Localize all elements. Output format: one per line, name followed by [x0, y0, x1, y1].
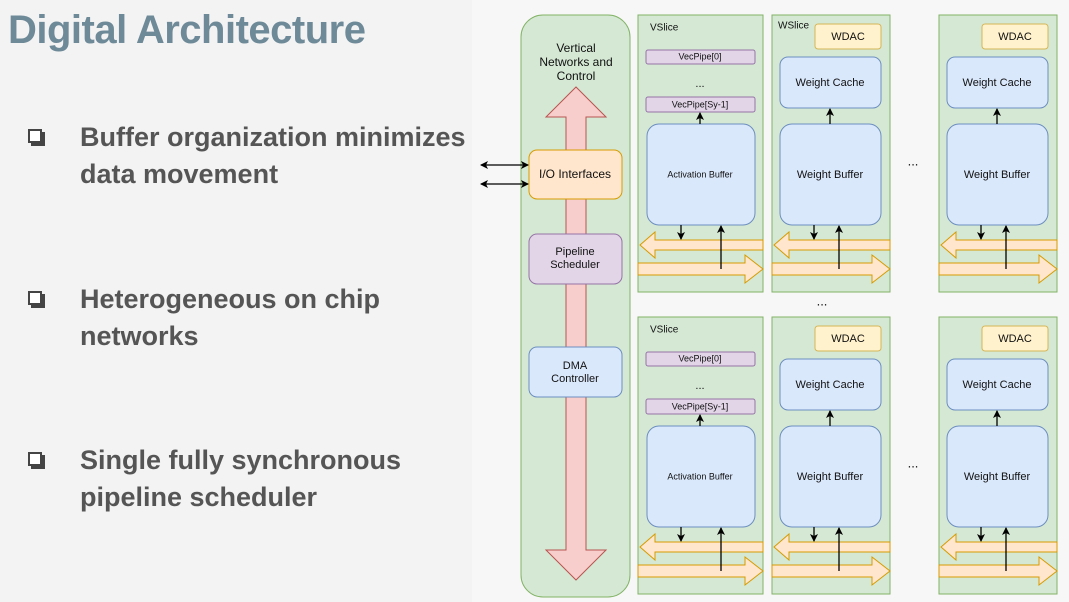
wdac-block [981, 23, 1049, 50]
bus-arrow-left-icon [639, 230, 764, 260]
ellipsis: ... [695, 78, 704, 90]
vslice-label: VSlice [650, 325, 679, 336]
bus-arrow-right-icon [938, 253, 1058, 285]
ellipsis: ... [817, 293, 828, 308]
ellipsis: ... [908, 153, 919, 168]
vslice-label: VSlice [650, 23, 679, 34]
vecpipe-first-block [645, 351, 756, 367]
io-interfaces-block [528, 149, 623, 200]
activation-buffer-block [646, 425, 756, 528]
activation-buffer-block [646, 123, 756, 226]
vecpipe-first-label: VecPipe[0] [678, 51, 721, 61]
weight-cache-label: Weight Cache [963, 77, 1032, 89]
ellipsis: ... [695, 380, 704, 392]
pipeline-scheduler-label: Pipeline [555, 246, 594, 258]
bus-arrow-left-icon [940, 532, 1058, 562]
dma-controller-label: Controller [551, 373, 599, 385]
wdac-label: WDAC [831, 333, 865, 345]
weight-buffer-label: Weight Buffer [797, 169, 864, 181]
bus-arrow-right-icon [771, 253, 891, 285]
wdac-block [814, 23, 882, 50]
io-interfaces-label: I/O Interfaces [539, 167, 611, 181]
wdac-label: WDAC [998, 31, 1032, 43]
vecpipe-first-label: VecPipe[0] [678, 353, 721, 363]
weight-cache-label: Weight Cache [796, 379, 865, 391]
bus-arrow-right-icon [637, 253, 764, 285]
wdac-block [814, 325, 882, 352]
checkbox-bullet-icon [28, 291, 42, 305]
bus-arrow-left-icon [940, 230, 1058, 260]
checkbox-bullet-icon [28, 452, 42, 466]
pipeline-scheduler-block [528, 233, 623, 285]
weight-cache-label: Weight Cache [796, 77, 865, 89]
pipeline-scheduler-label: Scheduler [550, 259, 600, 271]
activation-buffer-label: Activation Buffer [667, 169, 732, 179]
bus-arrow-right-icon [938, 555, 1058, 587]
wdac-block [981, 325, 1049, 352]
weight-buffer-label: Weight Buffer [964, 169, 1031, 181]
weight-buffer-label: Weight Buffer [964, 471, 1031, 483]
checkbox-bullet-icon [28, 129, 42, 143]
vertical-networks-label: Vertical [556, 41, 595, 55]
activation-buffer-label: Activation Buffer [667, 471, 732, 481]
bus-arrow-left-icon [773, 532, 891, 562]
bullet-text: Single fully synchronous pipeline schedu… [80, 445, 402, 512]
bus-arrow-left-icon [639, 532, 764, 562]
wdac-label: WDAC [831, 31, 865, 43]
double-arrow-vertical-icon [544, 86, 608, 581]
vertical-networks-label: Networks and [539, 55, 612, 69]
bus-arrow-right-icon [637, 555, 764, 587]
bullet-text: Heterogeneous on chip networks [80, 284, 381, 351]
wslice-label: WSlice [778, 21, 810, 32]
ellipsis: ... [908, 455, 919, 470]
vertical-networks-label: Control [557, 69, 596, 83]
vecpipe-last-label: VecPipe[Sy-1] [672, 99, 729, 109]
bus-arrow-right-icon [771, 555, 891, 587]
dma-controller-label: DMA [563, 360, 588, 372]
vecpipe-last-label: VecPipe[Sy-1] [672, 401, 729, 411]
weight-buffer-label: Weight Buffer [797, 471, 864, 483]
bus-arrow-left-icon [773, 230, 891, 260]
vecpipe-first-block [645, 49, 756, 65]
dma-controller-block [528, 346, 623, 398]
bullet-text: Buffer organization minimizes data movem… [80, 122, 466, 189]
slide-title: Digital Architecture [8, 8, 366, 52]
wdac-label: WDAC [998, 333, 1032, 345]
weight-cache-label: Weight Cache [963, 379, 1032, 391]
